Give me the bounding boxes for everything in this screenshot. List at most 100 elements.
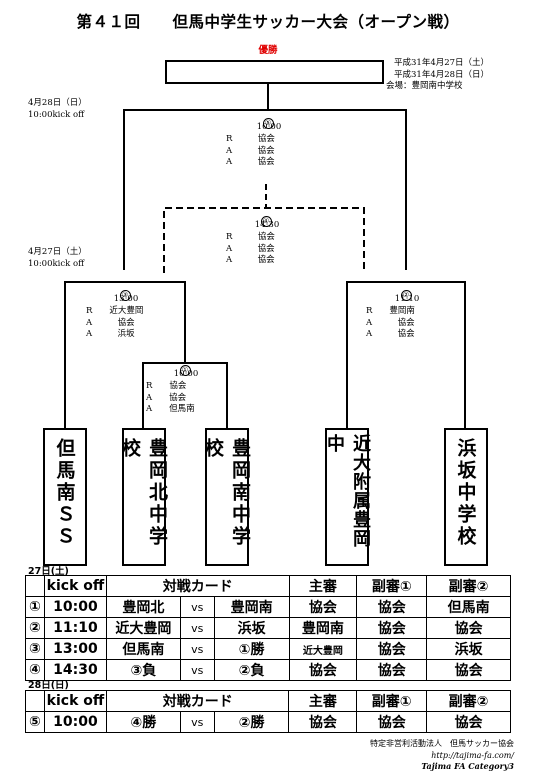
page-title: 第４１回 但馬中学生サッカー大会（オープン戦） (76, 13, 460, 31)
team-name: 浜坂中学校 (454, 438, 477, 548)
day2-date: 4月28日（日） (28, 98, 87, 108)
schedule-day1-label: 27日(土) (28, 566, 69, 577)
table-row: ④ 14:30 ③負 vs ②負 協会 協会 協会 (25, 659, 511, 681)
match-no: ② (25, 617, 45, 639)
header-assistant1: 副審① (356, 690, 428, 712)
match5-time: 10:00 (256, 122, 282, 132)
vs: vs (179, 659, 215, 681)
assistant2: 協会 (426, 711, 511, 733)
kickoff-time: 10:00 (43, 711, 107, 733)
match3-label: ③ (115, 282, 135, 301)
schedule-day2-table: kick off 対戦カード 主審 副審① 副審② ⑤ 10:00 ④勝 vs … (25, 690, 511, 733)
schedule-day1-table: kick off 対戦カード 主審 副審① 副審② ① 10:00 豊岡北 vs… (25, 575, 511, 681)
assistant1: 協会 (356, 711, 428, 733)
referee: 協会 (288, 596, 358, 618)
team-b: ②負 (213, 659, 290, 681)
match1-number: ① (179, 365, 191, 376)
day2-heading: 4月28日（日） 10:00kick off (28, 98, 87, 121)
footer-org: 特定非営利活動法人 但馬サッカー協会 (370, 739, 514, 748)
day1-date: 4月27日（土） (28, 247, 87, 257)
team-box-toyookaminami: 豊岡南中学校 (202, 428, 251, 566)
footer-category: Tajima FA Category3 (421, 761, 514, 771)
team-a: 近大豊岡 (105, 617, 181, 639)
date-day2: 平成31年4月28日（日） (394, 69, 490, 80)
header-referee: 主審 (288, 690, 358, 712)
match2-refs: R 豊岡南 A 協会 A 協会 (366, 306, 415, 339)
header-assistant1: 副審① (356, 575, 428, 597)
vs: vs (179, 596, 215, 618)
day2-kickoff: 10:00kick off (28, 109, 85, 120)
assistant1: 協会 (356, 659, 428, 681)
header-kickoff: kick off (43, 575, 107, 597)
referee: 近大豊岡 (288, 638, 358, 660)
table-row: ② 11:10 近大豊岡 vs 浜坂 豊岡南 協会 協会 (25, 617, 511, 639)
schedule-day2-label: 28日(日) (28, 680, 69, 691)
team-name: 近大附属豊岡中 (324, 434, 371, 548)
header-assistant2: 副審② (426, 690, 511, 712)
header-match: 対戦カード (105, 690, 290, 712)
day1-heading: 4月27日（土） 10:00kick off (28, 247, 87, 270)
match4-label: ④ (256, 208, 276, 227)
match-no: ⑤ (25, 711, 45, 733)
match-no: ① (25, 596, 45, 618)
team-box-hamasaka: 浜坂中学校 (444, 428, 488, 566)
match2-time: 11:10 (394, 294, 420, 304)
match4-number: ④ (260, 216, 272, 227)
assistant2: 但馬南 (426, 596, 511, 618)
match4-refs: R 協会 A 協会 A 協会 (226, 232, 275, 265)
referee: 協会 (288, 659, 358, 681)
assistant1: 協会 (356, 638, 428, 660)
team-a: 豊岡北 (105, 596, 181, 618)
vs: vs (179, 711, 215, 733)
kickoff-time: 13:00 (43, 638, 107, 660)
table-row: ⑤ 10:00 ④勝 vs ②勝 協会 協会 協会 (25, 711, 511, 733)
footer-url[interactable]: http://tajima-fa.com/ (431, 750, 514, 760)
referee: 豊岡南 (288, 617, 358, 639)
header-no (25, 575, 45, 597)
team-box-tajimaminami: 但馬南ＳＳ (43, 428, 87, 566)
header-match: 対戦カード (105, 575, 290, 597)
table-row: ① 10:00 豊岡北 vs 豊岡南 協会 協会 但馬南 (25, 596, 511, 618)
assistant2: 浜坂 (426, 638, 511, 660)
table-row: ③ 13:00 但馬南 vs ①勝 近大豊岡 協会 浜坂 (25, 638, 511, 660)
tournament-dates: 平成31年4月27日（土） 平成31年4月28日（日） 会場：豊岡南中学校 (386, 58, 490, 93)
team-b: ①勝 (213, 638, 290, 660)
match3-number: ③ (119, 290, 131, 301)
match5-number: ⑤ (262, 118, 274, 129)
kickoff-time: 11:10 (43, 617, 107, 639)
header-assistant2: 副審② (426, 575, 511, 597)
vs: vs (179, 638, 215, 660)
champion-box (165, 60, 384, 84)
header-kickoff: kick off (43, 690, 107, 712)
venue: 会場：豊岡南中学校 (386, 81, 463, 91)
team-name: 豊岡北中学校 (119, 438, 168, 548)
team-a: 但馬南 (105, 638, 181, 660)
assistant1: 協会 (356, 617, 428, 639)
kickoff-time: 10:00 (43, 596, 107, 618)
match2-label: ② (396, 282, 416, 301)
match3-refs: R 近大豊岡 A 協会 A 浜坂 (86, 306, 144, 339)
team-box-kindai: 近大附属豊岡中 (324, 428, 371, 566)
day1-kickoff: 10:00kick off (28, 258, 85, 269)
match1-time: 10:00 (173, 369, 199, 379)
match5-refs: R 協会 A 協会 A 協会 (226, 134, 275, 167)
champion-label: 優勝 (258, 45, 278, 56)
team-b: 豊岡南 (213, 596, 290, 618)
match3-time: 13:00 (113, 294, 139, 304)
header-no (25, 690, 45, 712)
team-name: 但馬南ＳＳ (53, 438, 76, 548)
referee: 協会 (288, 711, 358, 733)
match1-label: ① (175, 357, 195, 376)
table-header-row: kick off 対戦カード 主審 副審① 副審② (25, 575, 511, 597)
team-b: ②勝 (213, 711, 290, 733)
kickoff-time: 14:30 (43, 659, 107, 681)
team-a: ③負 (105, 659, 181, 681)
header-referee: 主審 (288, 575, 358, 597)
vs: vs (179, 617, 215, 639)
match2-number: ② (400, 290, 412, 301)
assistant1: 協会 (356, 596, 428, 618)
match-no: ③ (25, 638, 45, 660)
match4-time: 14:30 (254, 220, 280, 230)
team-box-toyookakita: 豊岡北中学校 (119, 428, 168, 566)
table-header-row: kick off 対戦カード 主審 副審① 副審② (25, 690, 511, 712)
